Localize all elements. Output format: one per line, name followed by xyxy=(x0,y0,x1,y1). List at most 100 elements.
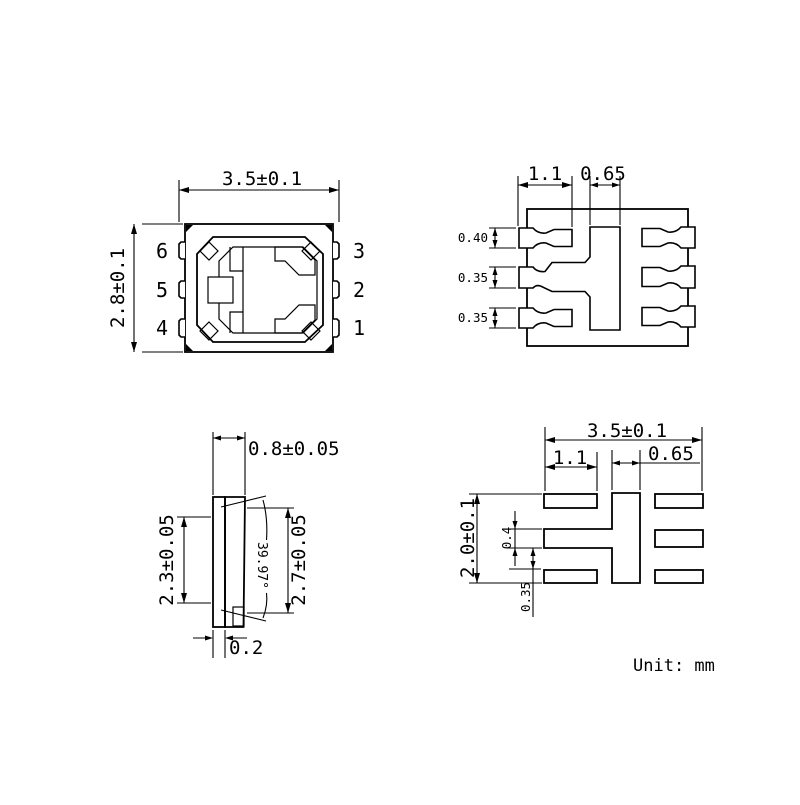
electrode-pad xyxy=(207,276,234,304)
pad-width-dimension: 0.4 xyxy=(499,527,514,550)
solder-pad xyxy=(654,493,704,509)
side-width-dimension: 0.8±0.05 xyxy=(248,438,340,460)
angle-arc xyxy=(262,499,268,541)
center-pad-width-dimension: 0.65 xyxy=(580,163,626,185)
lead-bump xyxy=(333,241,340,260)
arrowhead xyxy=(492,267,498,275)
side-right-height-dimension: 2.7±0.05 xyxy=(288,514,310,606)
side-thickness-dimension: 0.2 xyxy=(229,637,263,659)
lead-frame-view: 1.1 0.65 0.40 0.35 0.35 xyxy=(458,163,696,347)
corner-mark xyxy=(186,225,193,232)
arrowhead xyxy=(612,460,620,466)
pin-label-5: 5 xyxy=(156,278,168,302)
arrowhead xyxy=(587,464,597,470)
lead-width-dimension-3: 0.35 xyxy=(458,310,488,325)
lead xyxy=(641,226,696,249)
arrowhead xyxy=(632,460,640,466)
arrowhead xyxy=(131,224,137,234)
corner-mark xyxy=(325,225,332,232)
arrowhead xyxy=(181,517,187,527)
pad-length-dimension: 1.1 xyxy=(553,447,587,469)
arrowhead xyxy=(545,464,555,470)
pad-layout-height-dimension: 2.0±0.1 xyxy=(457,498,479,578)
lead xyxy=(641,265,696,289)
side-profile-body xyxy=(224,496,246,628)
arrowhead xyxy=(225,635,233,641)
cavity-corner-facet xyxy=(301,321,321,341)
pin-label-4: 4 xyxy=(156,316,168,340)
arrowhead xyxy=(492,228,498,236)
lead-bump xyxy=(178,318,185,338)
unit-note: Unit: mm xyxy=(633,656,715,676)
arrowhead xyxy=(179,187,189,193)
lead xyxy=(518,307,573,329)
pad-layout-view: 3.5±0.1 1.1 0.65 2.0±0.1 0.4 0.35 xyxy=(457,420,704,617)
electrode-hook xyxy=(274,246,316,276)
pin-label-2: 2 xyxy=(353,278,365,302)
corner-mark xyxy=(186,344,193,351)
arrowhead xyxy=(530,548,536,556)
lead-bump xyxy=(178,280,185,299)
arrowhead xyxy=(131,342,137,352)
solder-pad xyxy=(654,529,704,548)
lead-with-center-pad xyxy=(518,226,621,331)
solder-pad xyxy=(654,569,704,584)
arrowhead xyxy=(512,548,518,556)
arrowhead xyxy=(562,182,572,188)
arrowhead xyxy=(518,182,528,188)
pin-label-3: 3 xyxy=(353,239,365,263)
side-lead xyxy=(232,606,245,627)
top-height-dimension: 2.8±0.1 xyxy=(107,248,129,328)
arrowhead xyxy=(237,435,245,441)
cavity-corner-facet xyxy=(301,241,321,261)
electrode-finger xyxy=(229,247,243,272)
lead xyxy=(641,305,696,328)
pad-layout-width-dimension: 3.5±0.1 xyxy=(587,420,667,442)
cavity-corner-facet xyxy=(199,321,219,341)
arrowhead xyxy=(492,320,498,328)
lead xyxy=(518,227,573,249)
lead-bump xyxy=(333,280,340,299)
pad-center-width-dimension: 0.65 xyxy=(648,443,694,465)
lead-bump xyxy=(178,241,185,260)
arrowhead xyxy=(285,603,291,613)
arrowhead xyxy=(492,308,498,316)
side-left-height-dimension: 2.3±0.05 xyxy=(156,514,178,606)
arrowhead xyxy=(329,187,339,193)
electrode-hook xyxy=(274,304,316,334)
arrowhead xyxy=(181,593,187,603)
arrowhead xyxy=(474,573,480,583)
angle-arc xyxy=(262,592,268,619)
solder-pad xyxy=(543,569,598,584)
arrowhead xyxy=(530,561,536,569)
solder-pad-with-center-bar xyxy=(543,492,641,584)
electrode-finger xyxy=(229,311,243,333)
top-view: 3.5±0.1 2.8±0.1 6 5 4 3 2 1 xyxy=(107,168,365,353)
arrowhead xyxy=(590,182,598,188)
arrowhead xyxy=(492,280,498,288)
cavity-corner-facet xyxy=(199,241,219,261)
arrowhead xyxy=(612,182,620,188)
lead-length-dimension: 1.1 xyxy=(528,163,562,185)
lead-width-dimension-1: 0.40 xyxy=(458,230,488,245)
pin-label-6: 6 xyxy=(156,239,168,263)
arrowhead xyxy=(512,521,518,529)
pin-label-1: 1 xyxy=(353,316,365,340)
solder-pad xyxy=(543,493,598,509)
angle-leg xyxy=(220,609,267,622)
arrowhead xyxy=(474,494,480,504)
angle-dimension: 39.97° xyxy=(254,542,269,589)
corner-mark xyxy=(325,344,332,351)
arrowhead xyxy=(545,437,555,443)
arrowhead xyxy=(213,435,221,441)
pad-gap-dimension: 0.35 xyxy=(518,582,533,612)
arrowhead xyxy=(492,240,498,248)
top-width-dimension: 3.5±0.1 xyxy=(222,168,302,190)
arrowhead xyxy=(285,508,291,518)
side-view: 39.97° 0.8±0.05 2.3±0.05 2.7±0.05 0.2 xyxy=(156,432,340,659)
lead-bump xyxy=(333,318,340,338)
angle-leg xyxy=(220,495,267,508)
